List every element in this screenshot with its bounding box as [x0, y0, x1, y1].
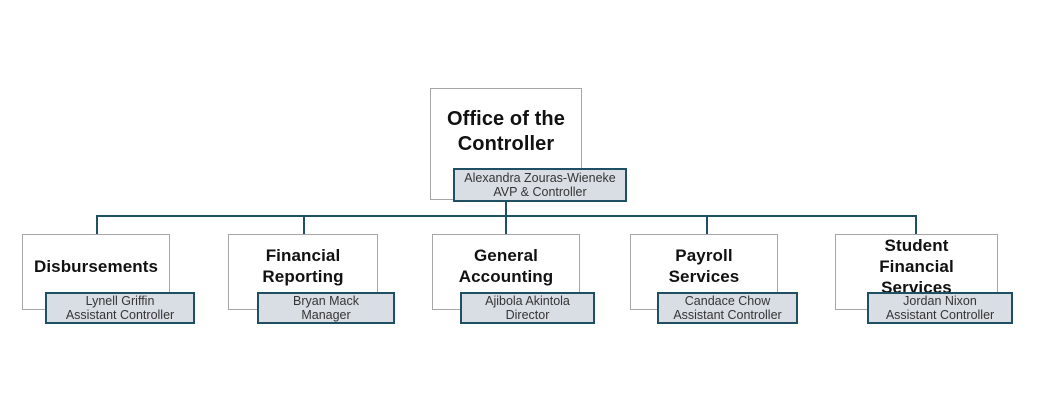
person-name: Candace Chow [684, 293, 771, 308]
dept-title: Disbursements [33, 256, 159, 276]
dept-person-badge: Jordan Nixon Assistant Controller [867, 292, 1013, 324]
dept-title: General Accounting [458, 246, 554, 286]
dept-person-badge: Ajibola Akintola Director [460, 292, 595, 324]
connector-trunk [505, 202, 507, 216]
person-name: Lynell Griffin [85, 293, 155, 308]
person-role: Assistant Controller [885, 308, 995, 322]
person-role: Manager [301, 308, 351, 322]
person-name: Bryan Mack [293, 293, 359, 308]
connector-drop [915, 216, 917, 235]
person-name: Alexandra Zouras-Wieneke [464, 170, 616, 185]
root-title: Office of the Controller [447, 108, 565, 155]
person-role: AVP & Controller [493, 185, 587, 199]
person-role: Assistant Controller [673, 308, 782, 322]
connector-drop [96, 216, 98, 235]
connector-drop [505, 216, 507, 235]
dept-person-badge: Lynell Griffin Assistant Controller [45, 292, 195, 324]
connector-drop [706, 216, 708, 235]
dept-title: Student Financial Services [879, 235, 954, 297]
person-name: Ajibola Akintola [485, 293, 570, 308]
person-name: Jordan Nixon [903, 293, 977, 308]
dept-person-badge: Candace Chow Assistant Controller [657, 292, 798, 324]
person-role: Assistant Controller [65, 308, 175, 322]
dept-title: Financial Reporting [262, 246, 344, 286]
connector-drop [303, 216, 305, 235]
root-person-badge: Alexandra Zouras-Wieneke AVP & Controlle… [453, 168, 627, 202]
dept-title: Payroll Services [668, 246, 740, 286]
dept-person-badge: Bryan Mack Manager [257, 292, 395, 324]
person-role: Director [505, 308, 550, 322]
